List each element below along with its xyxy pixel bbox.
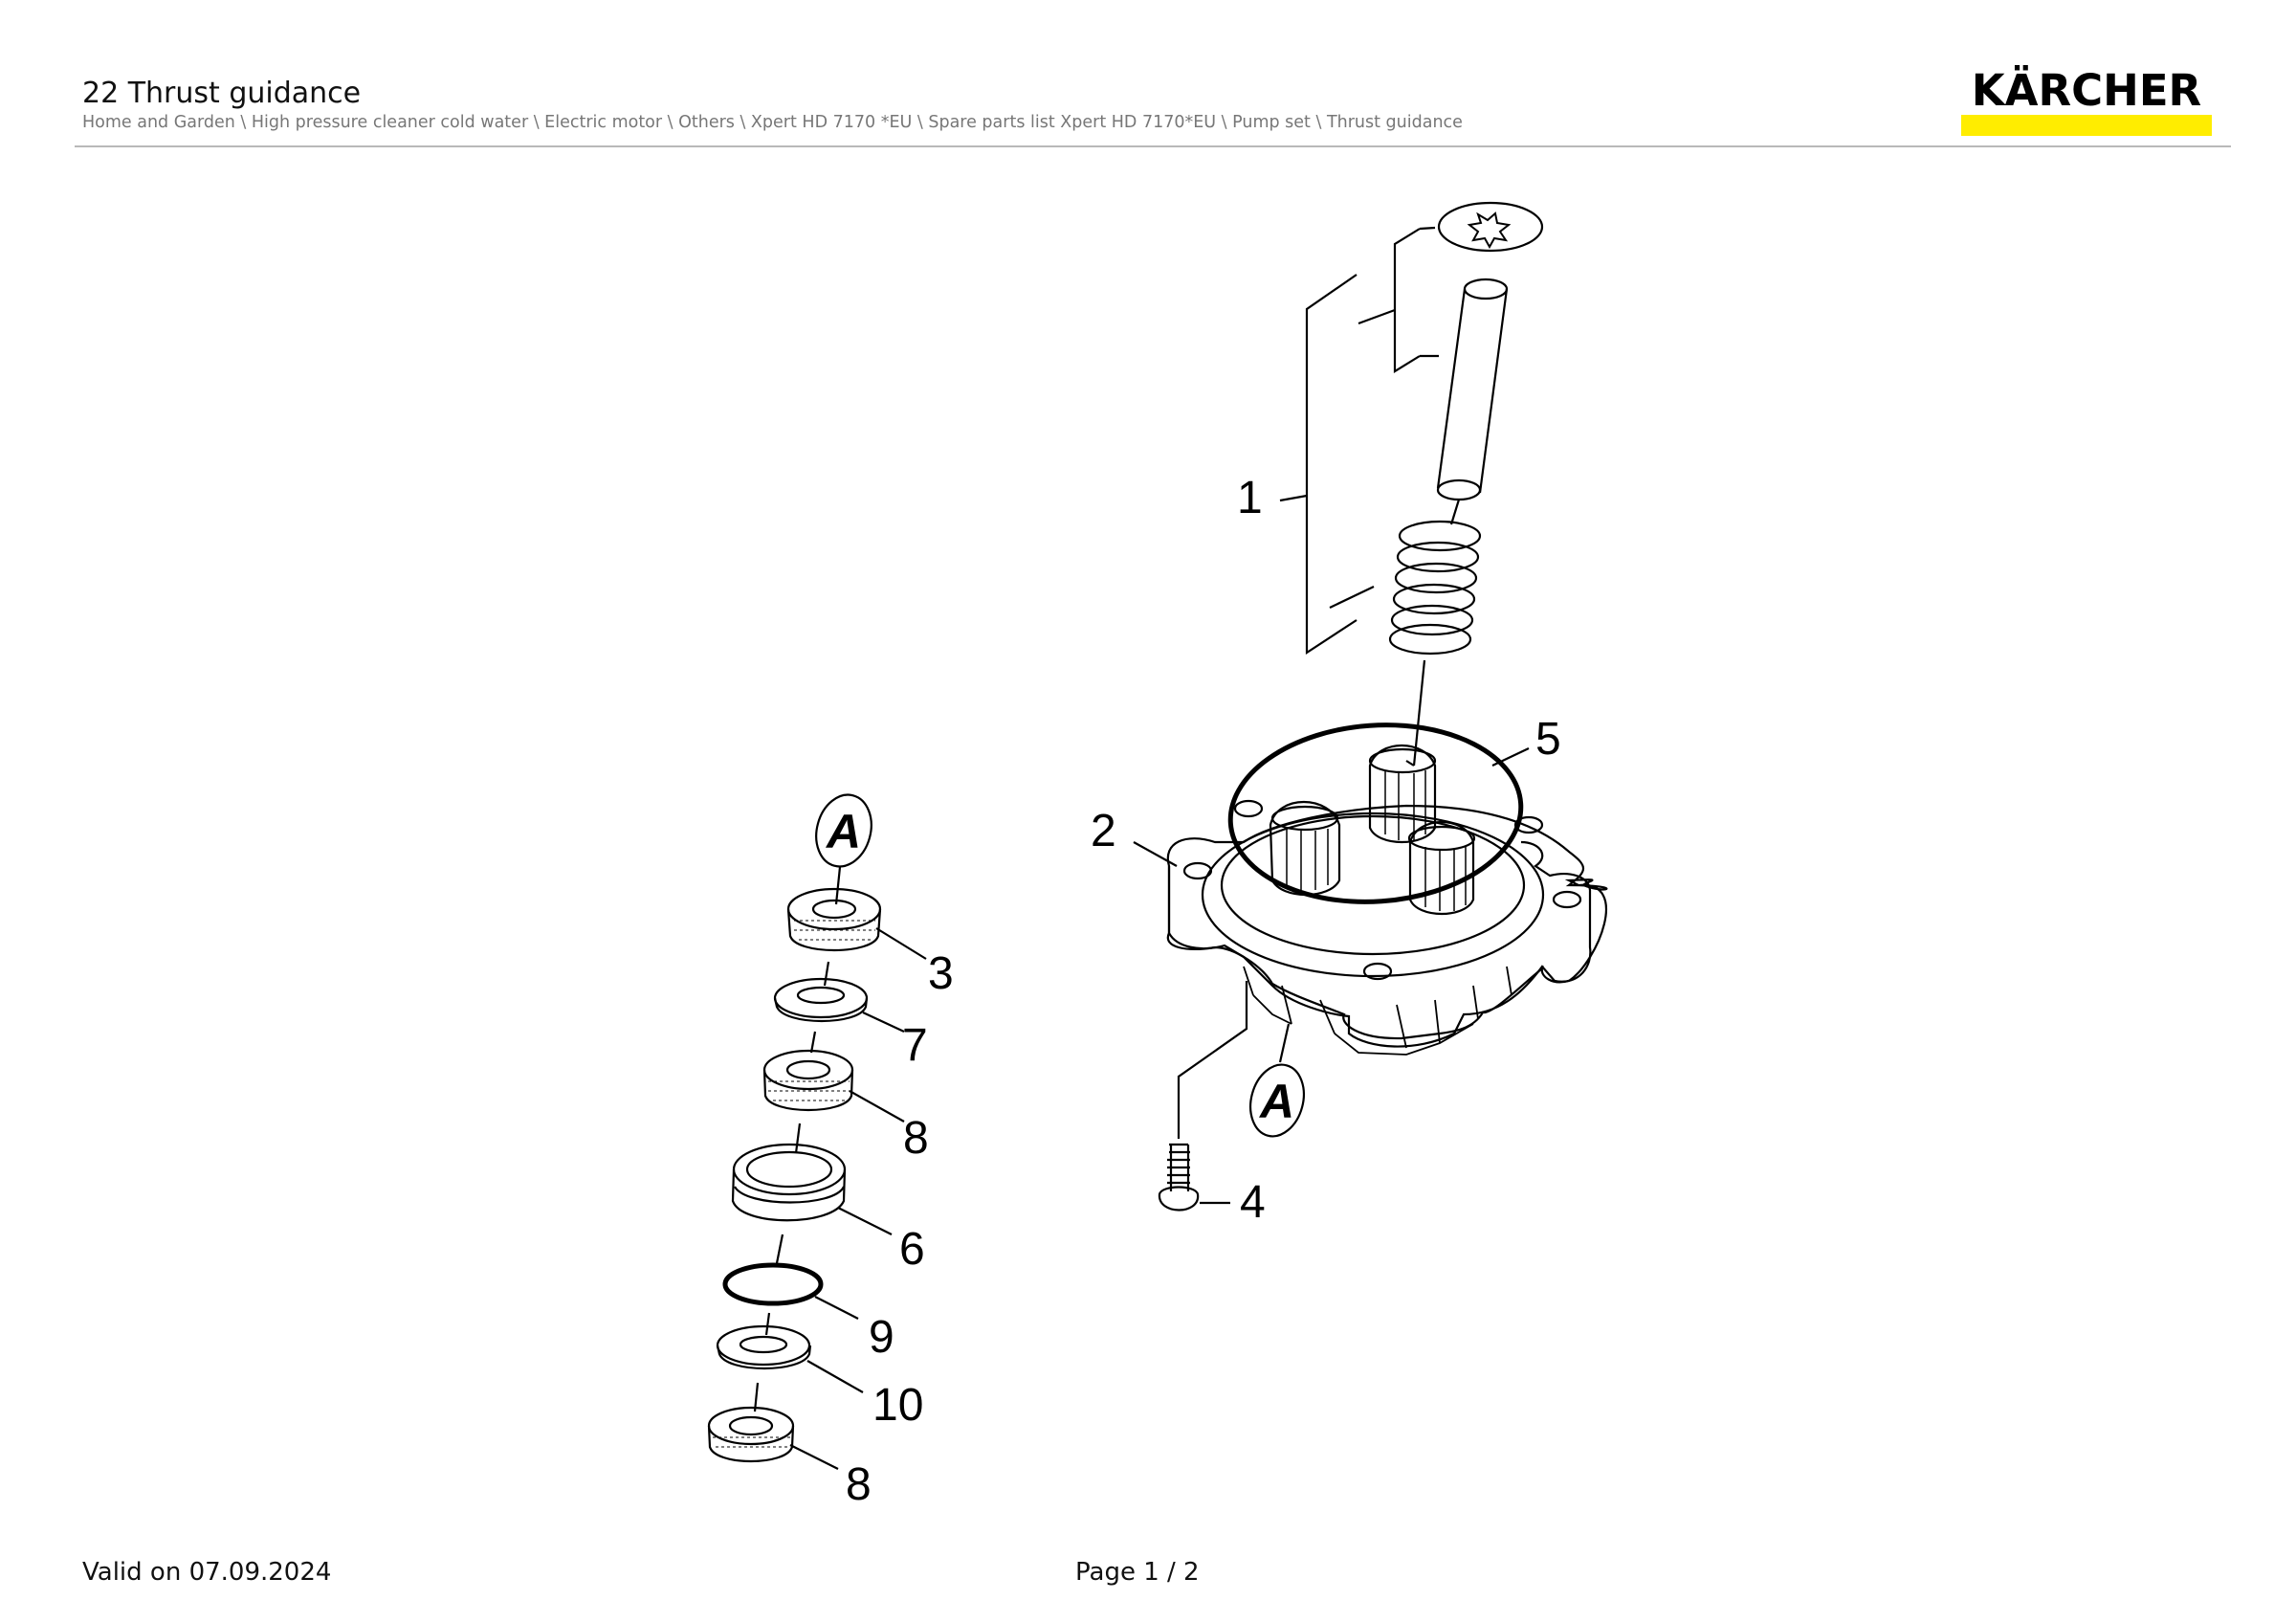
header-divider bbox=[75, 145, 2231, 147]
o-ring-large-part bbox=[1227, 723, 1524, 904]
leader-2 bbox=[1133, 841, 1178, 867]
screw-part bbox=[1158, 981, 1248, 1212]
label-part-8-lower: 8 bbox=[846, 1459, 872, 1510]
part-labels: 1 2 3 4 5 6 7 8 8 9 10 bbox=[846, 473, 1561, 1510]
leader-5 bbox=[1491, 747, 1530, 767]
pump-housing-part bbox=[1166, 745, 1608, 1056]
page-number: Page 1 / 2 bbox=[1075, 1558, 1200, 1587]
detail-marker-a-stack: A bbox=[815, 793, 872, 905]
label-part-4: 4 bbox=[1240, 1177, 1266, 1228]
label-part-2: 2 bbox=[1091, 806, 1116, 856]
seal-part-8-upper bbox=[762, 1031, 905, 1123]
detail-marker-a-housing: A bbox=[1249, 1023, 1305, 1138]
marker-a-text-stack: A bbox=[825, 805, 861, 858]
karcher-logo: KÄRCHER bbox=[1961, 65, 2212, 138]
label-part-8-upper: 8 bbox=[903, 1113, 929, 1164]
label-part-1: 1 bbox=[1237, 473, 1263, 523]
label-part-9: 9 bbox=[869, 1312, 894, 1363]
washer-part-10 bbox=[716, 1312, 864, 1393]
seal-part-3 bbox=[786, 887, 927, 960]
marker-a-text-housing: A bbox=[1258, 1075, 1294, 1128]
page-title: 22 Thrust guidance bbox=[82, 77, 362, 110]
washer-part-7 bbox=[773, 961, 905, 1033]
label-part-10: 10 bbox=[872, 1380, 923, 1431]
o-ring-part-9 bbox=[722, 1234, 859, 1320]
label-part-6: 6 bbox=[899, 1224, 925, 1275]
label-part-3: 3 bbox=[928, 948, 954, 999]
part-1-bracket bbox=[1279, 228, 1421, 656]
valid-date: Valid on 07.09.2024 bbox=[82, 1558, 332, 1587]
pin-part bbox=[1420, 278, 1509, 501]
breadcrumb: Home and Garden \ High pressure cleaner … bbox=[82, 113, 1463, 132]
guide-part-6 bbox=[731, 1123, 893, 1235]
star-washer-part bbox=[1419, 201, 1544, 253]
seal-part-8-lower bbox=[707, 1382, 839, 1470]
logo-yellow-bar bbox=[1961, 115, 2212, 136]
label-part-7: 7 bbox=[902, 1020, 928, 1071]
label-part-5: 5 bbox=[1535, 714, 1561, 765]
logo-text: KÄRCHER bbox=[1971, 65, 2202, 116]
